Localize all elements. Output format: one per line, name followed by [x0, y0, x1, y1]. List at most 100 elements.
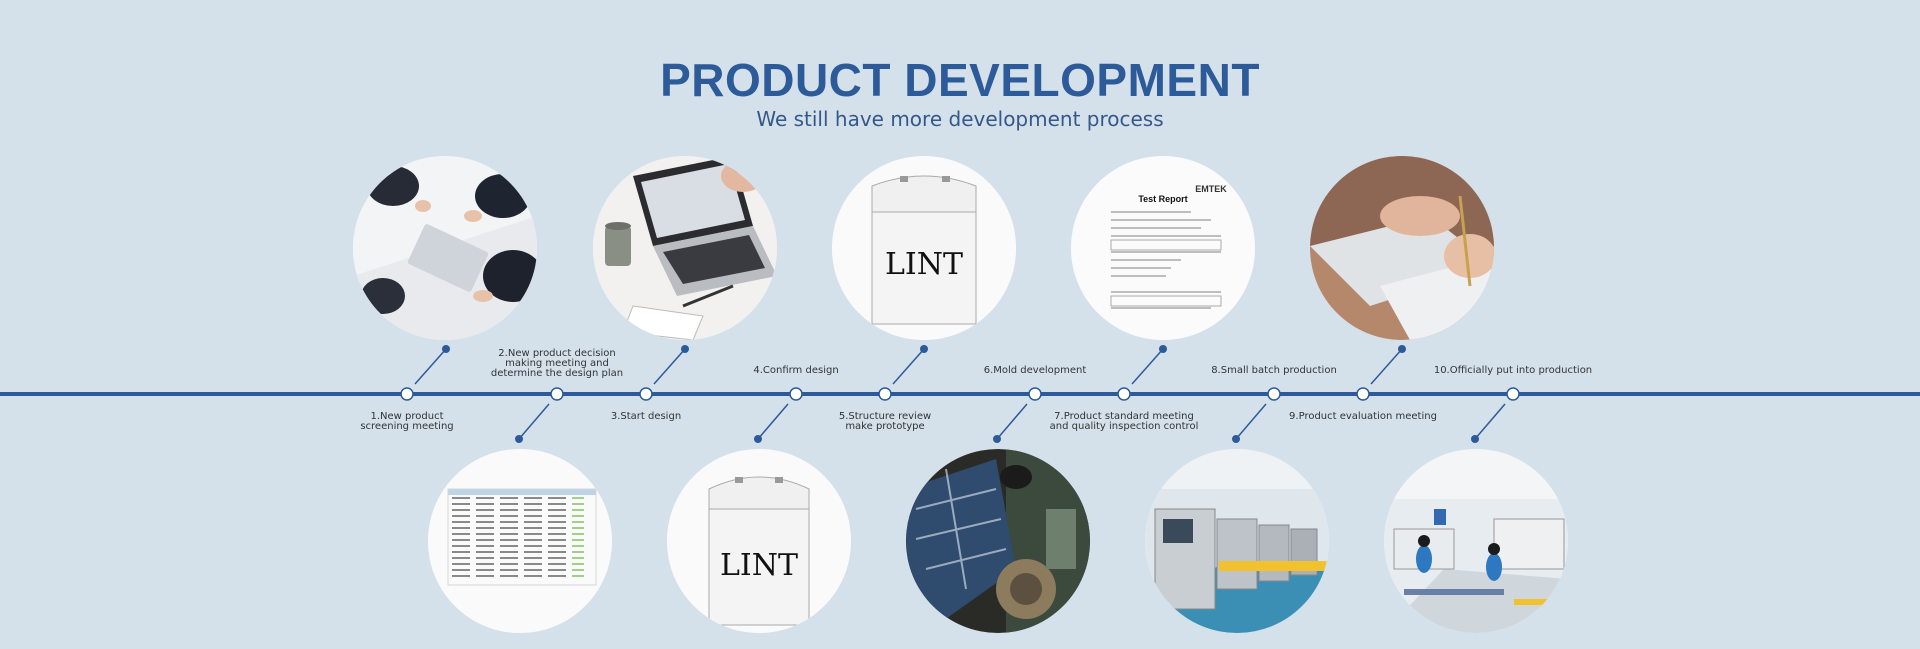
connector-dot-5: [920, 345, 928, 353]
sheet-cell: [572, 509, 584, 511]
sheet-cell: [500, 503, 518, 505]
sheet-cell: [476, 521, 494, 523]
sheet-cell: [452, 551, 470, 553]
connector-dot-4: [754, 435, 762, 443]
connector-line-10: [1474, 403, 1506, 440]
machinist-photo: [906, 449, 1090, 633]
connector-dot-6: [993, 435, 1001, 443]
sheet-cell: [452, 509, 470, 511]
step-label-10: 10.Officially put into production: [1433, 365, 1593, 376]
report-brand: EMTEK: [1195, 184, 1227, 194]
sheet-cell: [572, 557, 584, 559]
sheet-cell: [572, 569, 584, 571]
sheet-cell: [500, 539, 518, 541]
timeline-node-4: [789, 387, 803, 401]
sheet-cell: [524, 575, 542, 577]
connector-dot-10: [1471, 435, 1479, 443]
sheet-cell: [476, 497, 494, 499]
timeline-node-2: [550, 387, 564, 401]
photo-lint-bin-prototype: LINT: [667, 449, 851, 633]
sheet-cell: [500, 563, 518, 565]
business-meeting-photo: [353, 156, 537, 340]
sheet-cell: [572, 521, 584, 523]
sheet-cell: [452, 557, 470, 559]
sheet-cell: [524, 503, 542, 505]
step-label-2: 2.New product decision making meeting an…: [490, 348, 624, 379]
sheet-cell: [476, 509, 494, 511]
sheet-cell: [476, 557, 494, 559]
spreadsheet-photo: [428, 449, 612, 633]
sheet-cell: [500, 527, 518, 529]
sheet-cell: [524, 557, 542, 559]
signing-document-photo: [1310, 156, 1494, 340]
sheet-cell: [452, 503, 470, 505]
sheet-cell: [548, 557, 566, 559]
sheet-cell: [548, 521, 566, 523]
sheet-cell: [476, 539, 494, 541]
step-label-9: 9.Product evaluation meeting: [1289, 411, 1437, 422]
timeline-node-8: [1267, 387, 1281, 401]
sheet-cell: [572, 533, 584, 535]
report-title: Test Report: [1138, 194, 1187, 204]
sheet-cell: [452, 575, 470, 577]
connector-line-7: [1131, 348, 1164, 385]
connector-dot-3: [681, 345, 689, 353]
sheet-cell: [452, 563, 470, 565]
sheet-cell: [476, 563, 494, 565]
sheet-cell: [524, 545, 542, 547]
sheet-cell: [524, 515, 542, 517]
sheet-cell: [476, 527, 494, 529]
photo-factory-workers: [1384, 449, 1568, 633]
connector-dot-9: [1398, 345, 1406, 353]
sheet-cell: [548, 545, 566, 547]
photo-signing-document: [1310, 156, 1494, 340]
photo-factory-line: [1145, 449, 1329, 633]
sheet-cell: [572, 515, 584, 517]
sheet-cell: [572, 563, 584, 565]
lint-bin-photo: LINT: [832, 156, 1016, 340]
sheet-cell: [572, 527, 584, 529]
sheet-cell: [548, 503, 566, 505]
sheet-cell: [452, 497, 470, 499]
factory-workers-photo: [1384, 449, 1568, 633]
sheet-cell: [524, 509, 542, 511]
sheet-cell: [476, 515, 494, 517]
step-label-5: 5.Structure review make prototype: [838, 411, 932, 432]
photo-laptop-design: [593, 156, 777, 340]
sheet-cell: [500, 509, 518, 511]
lint-label: LINT: [720, 548, 798, 583]
sheet-cell: [476, 551, 494, 553]
sheet-cell: [500, 551, 518, 553]
timeline-node-10: [1506, 387, 1520, 401]
timeline-node-1: [400, 387, 414, 401]
sheet-cell: [524, 533, 542, 535]
connector-dot-7: [1159, 345, 1167, 353]
connector-line-6: [996, 403, 1028, 440]
sheet-cell: [524, 539, 542, 541]
sheet-cell: [476, 569, 494, 571]
timeline-node-3: [639, 387, 653, 401]
photo-machinist: [906, 449, 1090, 633]
sheet-cell: [500, 521, 518, 523]
sheet-cell: [500, 569, 518, 571]
step-label-4: 4.Confirm design: [753, 365, 839, 376]
sheet-cell: [572, 545, 584, 547]
sheet-cell: [524, 569, 542, 571]
timeline-node-7: [1117, 387, 1131, 401]
sheet-cell: [548, 569, 566, 571]
sheet-cell: [548, 509, 566, 511]
page-title: PRODUCT DEVELOPMENT: [660, 54, 1260, 106]
laptop-design-photo: [593, 156, 777, 340]
step-label-3: 3.Start design: [610, 411, 682, 422]
sheet-cell: [476, 545, 494, 547]
sheet-cell: [548, 575, 566, 577]
page-subtitle: We still have more development process: [756, 107, 1164, 131]
sheet-cell: [452, 521, 470, 523]
connector-line-8: [1235, 403, 1267, 440]
sheet-cell: [548, 533, 566, 535]
sheet-cell: [548, 563, 566, 565]
sheet-cell: [500, 533, 518, 535]
lint-bin-photo: LINT: [667, 449, 851, 633]
sheet-cell: [572, 551, 584, 553]
